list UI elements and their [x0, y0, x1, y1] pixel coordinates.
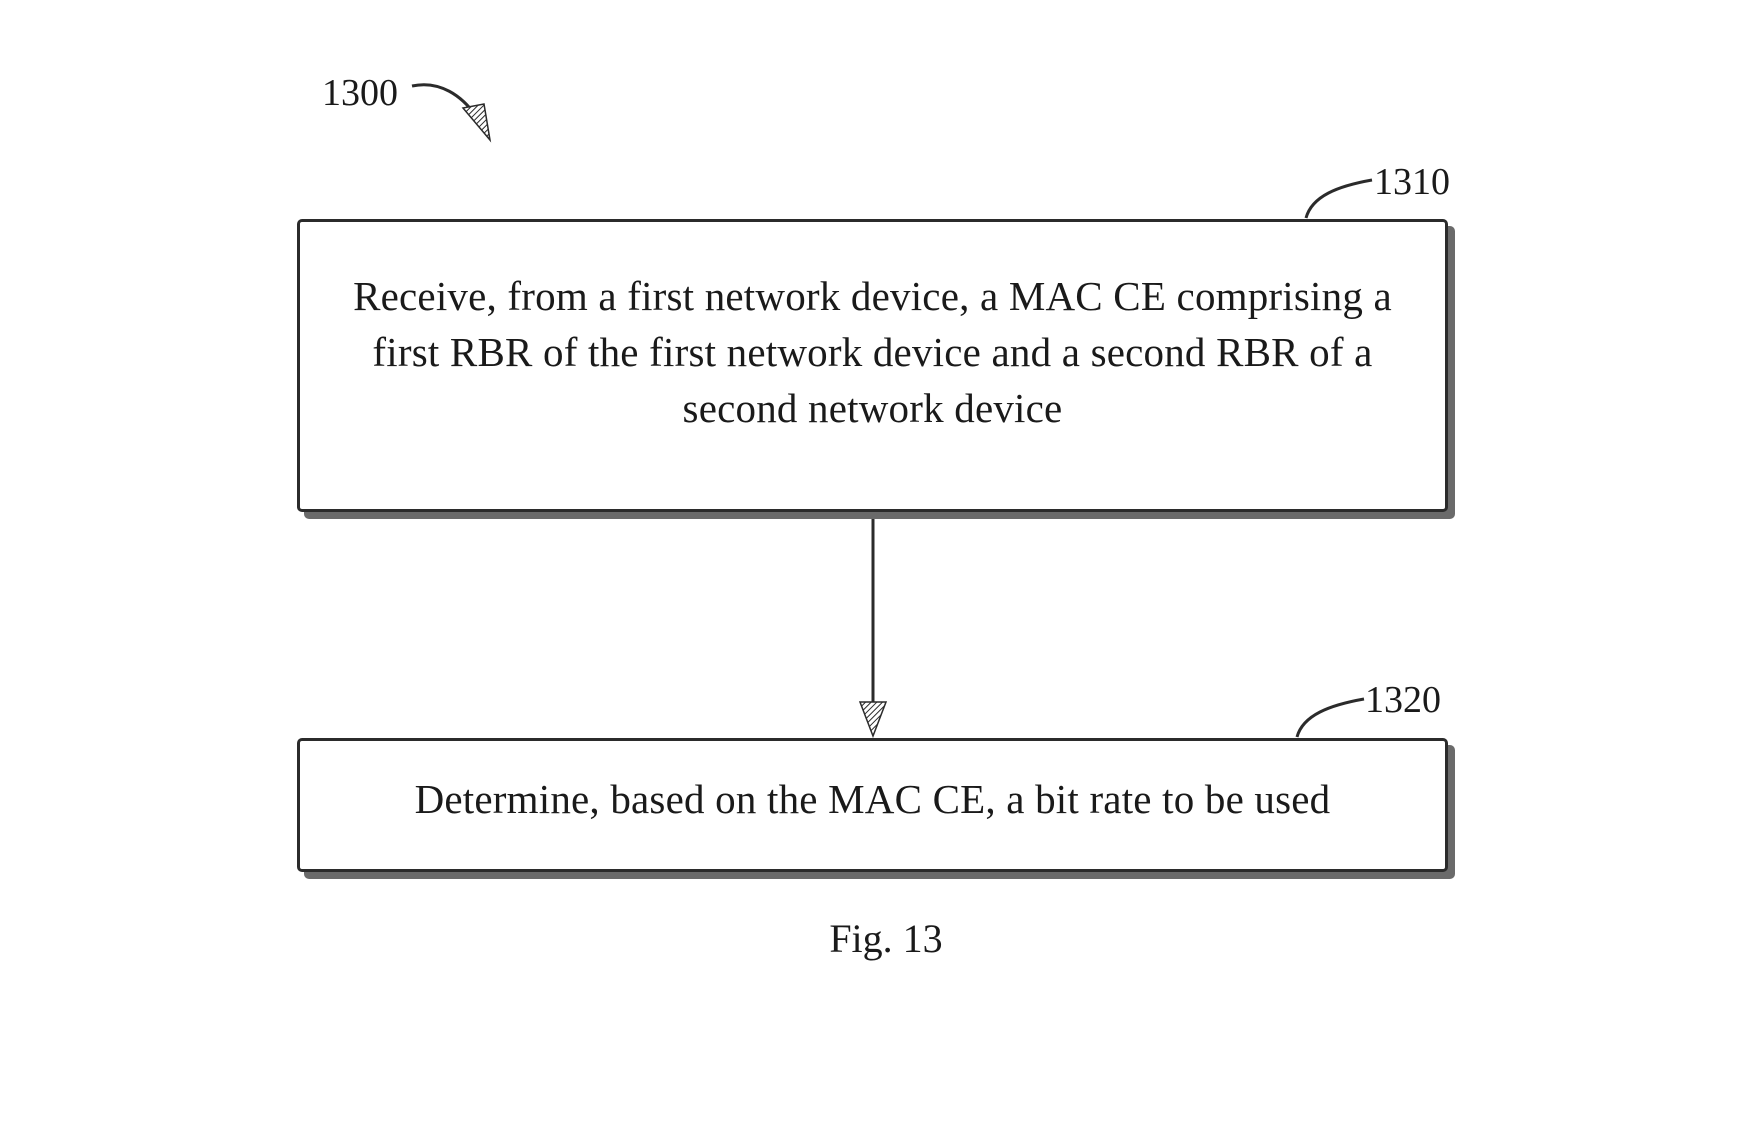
- step-1310-leader-line: [1304, 178, 1373, 219]
- step-1320-text: Determine, based on the MAC CE, a bit ra…: [414, 776, 1331, 822]
- step-1310-reference: 1310: [1374, 161, 1450, 203]
- step-1320-box: Determine, based on the MAC CE, a bit ra…: [297, 738, 1448, 872]
- step-1320-leader-line: [1295, 697, 1365, 738]
- step-1320-reference: 1320: [1365, 679, 1441, 721]
- figure-reference-number: 1300: [322, 72, 398, 114]
- step-1310-box: Receive, from a first network device, a …: [297, 219, 1448, 512]
- step-1310-text: Receive, from a first network device, a …: [353, 272, 1392, 431]
- figure-reference-arrow: [411, 83, 478, 117]
- figure-caption: Fig. 13: [829, 916, 943, 961]
- flow-arrowhead: [858, 701, 888, 739]
- figure-reference-arrowhead: [461, 103, 492, 143]
